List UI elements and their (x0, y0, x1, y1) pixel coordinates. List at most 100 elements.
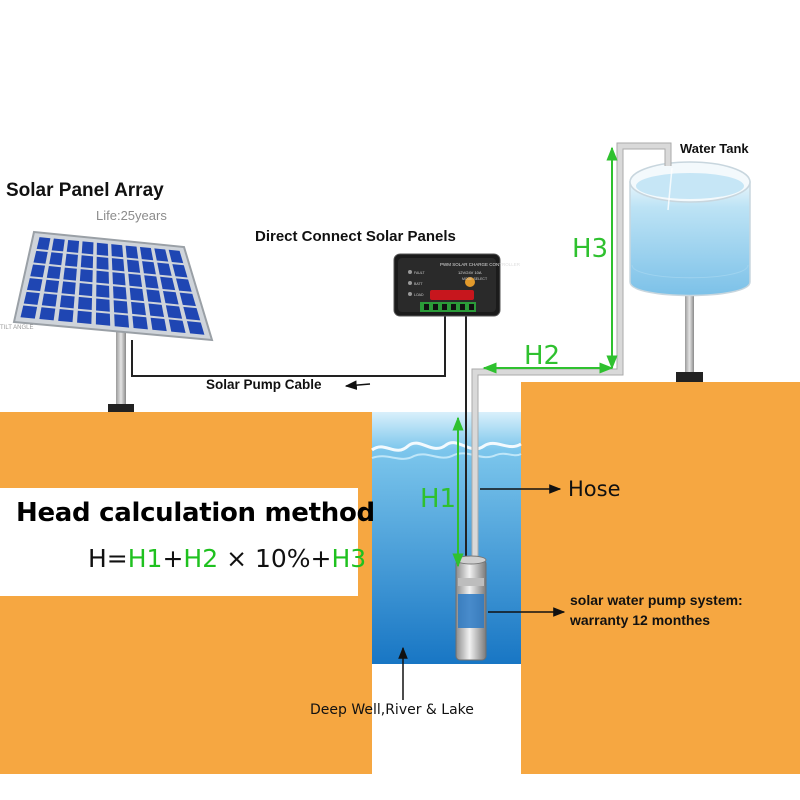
solar-cell (113, 286, 127, 300)
controller-mode-label: MODE SELECT (462, 277, 488, 281)
solar-cell (168, 319, 186, 333)
solar-cell (61, 281, 76, 295)
solar-cell (77, 310, 92, 324)
solar-cell (175, 278, 192, 292)
solar-panel (12, 230, 214, 342)
charge-controller: PWM SOLAR CHARGE CONTROLLER 12V/24V 10A … (393, 253, 521, 317)
water-tank-label: Water Tank (680, 141, 749, 156)
solar-cell (96, 298, 110, 312)
solar-cell (129, 287, 145, 302)
solar-cell (36, 237, 51, 250)
solar-cell (112, 272, 126, 286)
formula-title: Head calculation method (16, 498, 375, 528)
solar-cell (113, 300, 128, 314)
solar-cell (172, 264, 188, 278)
solar-cell (96, 242, 109, 256)
solar-panel-mount (108, 330, 134, 412)
height-markers (452, 146, 618, 568)
solar-cell (58, 309, 74, 323)
solar-cell (163, 291, 179, 305)
head-calculation-box: Head calculation method H=H1+H2 × 10%+H3 (0, 488, 375, 596)
solar-cell (33, 250, 48, 264)
solar-cell (126, 259, 141, 273)
solar-cell (186, 321, 205, 335)
solar-cell (20, 305, 38, 319)
solar-pump-cable (131, 308, 467, 560)
solar-cell (66, 239, 80, 253)
controller-indicator-3: LOAD (414, 293, 424, 297)
solar-cell (46, 266, 61, 280)
h2-label: H2 (524, 341, 561, 371)
solar-cell (23, 291, 40, 305)
h3-label: H3 (572, 234, 609, 264)
solar-cell (146, 289, 162, 303)
solar-cell (179, 292, 196, 307)
pump-system-label-line1: solar water pump system: (570, 592, 743, 608)
solar-cell (95, 312, 111, 326)
solar-cell (150, 317, 167, 332)
solar-cell (78, 282, 93, 297)
tilt-angle-label: TILT ANGLE (0, 325, 34, 331)
formula-times: × 10%+ (218, 544, 332, 573)
submersible-pump (455, 555, 487, 661)
solar-cell (26, 278, 43, 292)
solar-cell (144, 275, 159, 289)
solar-cell (132, 315, 148, 330)
formula-h1: H1 (127, 544, 163, 573)
solar-cell (125, 245, 139, 259)
solar-cell (142, 261, 156, 275)
solar-cell (80, 255, 94, 269)
panel-life-label: Life:25years (96, 208, 167, 223)
solar-cell (111, 258, 125, 272)
hose-pipe (472, 143, 671, 570)
solar-cell (65, 253, 78, 267)
pump-system-label-line2: warranty 12 monthes (570, 612, 711, 628)
solar-cell (49, 252, 63, 266)
controller-indicator-1: FAULT (414, 271, 425, 275)
solar-cell (30, 264, 46, 278)
solar-cell (39, 307, 56, 321)
solar-pump-cable-label: Solar Pump Cable (206, 377, 322, 392)
h1-label: H1 (420, 484, 457, 514)
solar-cell (165, 305, 183, 319)
solar-cell (77, 296, 93, 311)
solar-cell (157, 262, 172, 276)
solar-cell (139, 246, 154, 261)
cable-arrow (344, 380, 371, 390)
formula-h-eq: H= (88, 544, 128, 573)
solar-cell (81, 241, 94, 255)
direct-connect-label: Direct Connect Solar Panels (255, 228, 456, 245)
solar-cell (96, 270, 109, 284)
solar-cell (41, 293, 58, 307)
solar-cell (59, 295, 75, 309)
solar-cell (148, 303, 165, 317)
well-water (371, 412, 522, 664)
solar-cell (183, 306, 201, 321)
solar-cell (96, 256, 109, 270)
solar-panel-array-label: Solar Panel Array (6, 180, 164, 201)
controller-rating: 12V/24V 10A (458, 270, 482, 275)
solar-cell (154, 248, 169, 262)
solar-cell (128, 273, 143, 287)
controller-indicator-2: BATT (414, 282, 424, 286)
solar-cell (79, 269, 93, 283)
formula-h2: H2 (183, 544, 219, 573)
formula-h3: H3 (331, 544, 367, 573)
solar-cell (114, 314, 130, 328)
formula-expression: H=H1+H2 × 10%+H3 (88, 544, 366, 573)
deep-well-label: Deep Well,River & Lake (310, 702, 474, 718)
tank-stand (676, 290, 703, 382)
solar-cell (131, 301, 146, 316)
controller-title: PWM SOLAR CHARGE CONTROLLER (440, 262, 521, 267)
solar-cell (160, 276, 176, 291)
solar-cell (51, 238, 65, 252)
solar-cell (44, 279, 60, 293)
solar-cell (111, 244, 124, 258)
solar-cell (96, 284, 110, 298)
water-tank (629, 161, 751, 297)
formula-plus: + (162, 544, 184, 573)
solar-cell (168, 249, 184, 264)
callout-arrows (344, 380, 566, 700)
solar-cell (63, 267, 77, 281)
